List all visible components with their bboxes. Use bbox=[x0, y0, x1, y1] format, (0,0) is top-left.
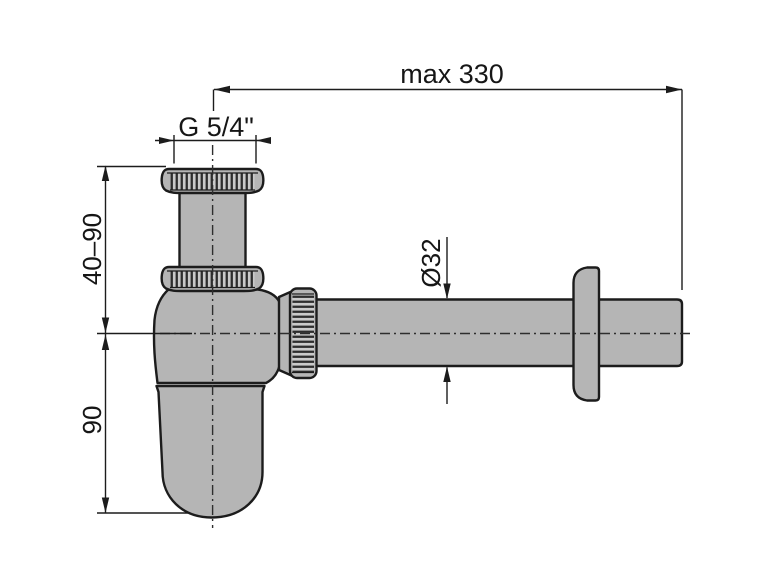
arrow-right-icon bbox=[666, 85, 682, 94]
dim-cup-depth-label: 90 bbox=[77, 406, 107, 435]
arrow-down-icon bbox=[101, 317, 110, 333]
arrow-up-icon bbox=[443, 366, 451, 382]
arrow-left-icon bbox=[256, 137, 271, 144]
dimension-cup-depth: 90 bbox=[77, 334, 188, 514]
dim-thread-label: G 5/4" bbox=[178, 112, 254, 142]
dimension-pipe-diameter: Ø32 bbox=[416, 237, 451, 404]
side-union-nut-bands bbox=[292, 293, 314, 374]
dim-pipe-diameter-label: Ø32 bbox=[416, 238, 446, 287]
top-union-nut-knurl bbox=[170, 173, 255, 190]
trap-body bbox=[152, 287, 281, 385]
arrow-left-icon bbox=[214, 85, 230, 94]
dimension-thread-size: G 5/4" bbox=[155, 112, 271, 164]
arrow-down-icon bbox=[443, 283, 451, 299]
outlet-pipe bbox=[312, 298, 684, 368]
dimension-max-length: max 330 bbox=[212, 59, 683, 290]
trap-cup bbox=[155, 384, 266, 519]
dim-height-range-label: 40–90 bbox=[77, 213, 107, 285]
arrow-up-icon bbox=[101, 334, 110, 350]
dimension-height-range: 40–90 bbox=[77, 165, 192, 335]
dim-max-length-label: max 330 bbox=[400, 59, 504, 89]
arrow-right-icon bbox=[159, 137, 174, 144]
arrow-down-icon bbox=[101, 497, 110, 513]
arrow-up-icon bbox=[101, 165, 110, 181]
